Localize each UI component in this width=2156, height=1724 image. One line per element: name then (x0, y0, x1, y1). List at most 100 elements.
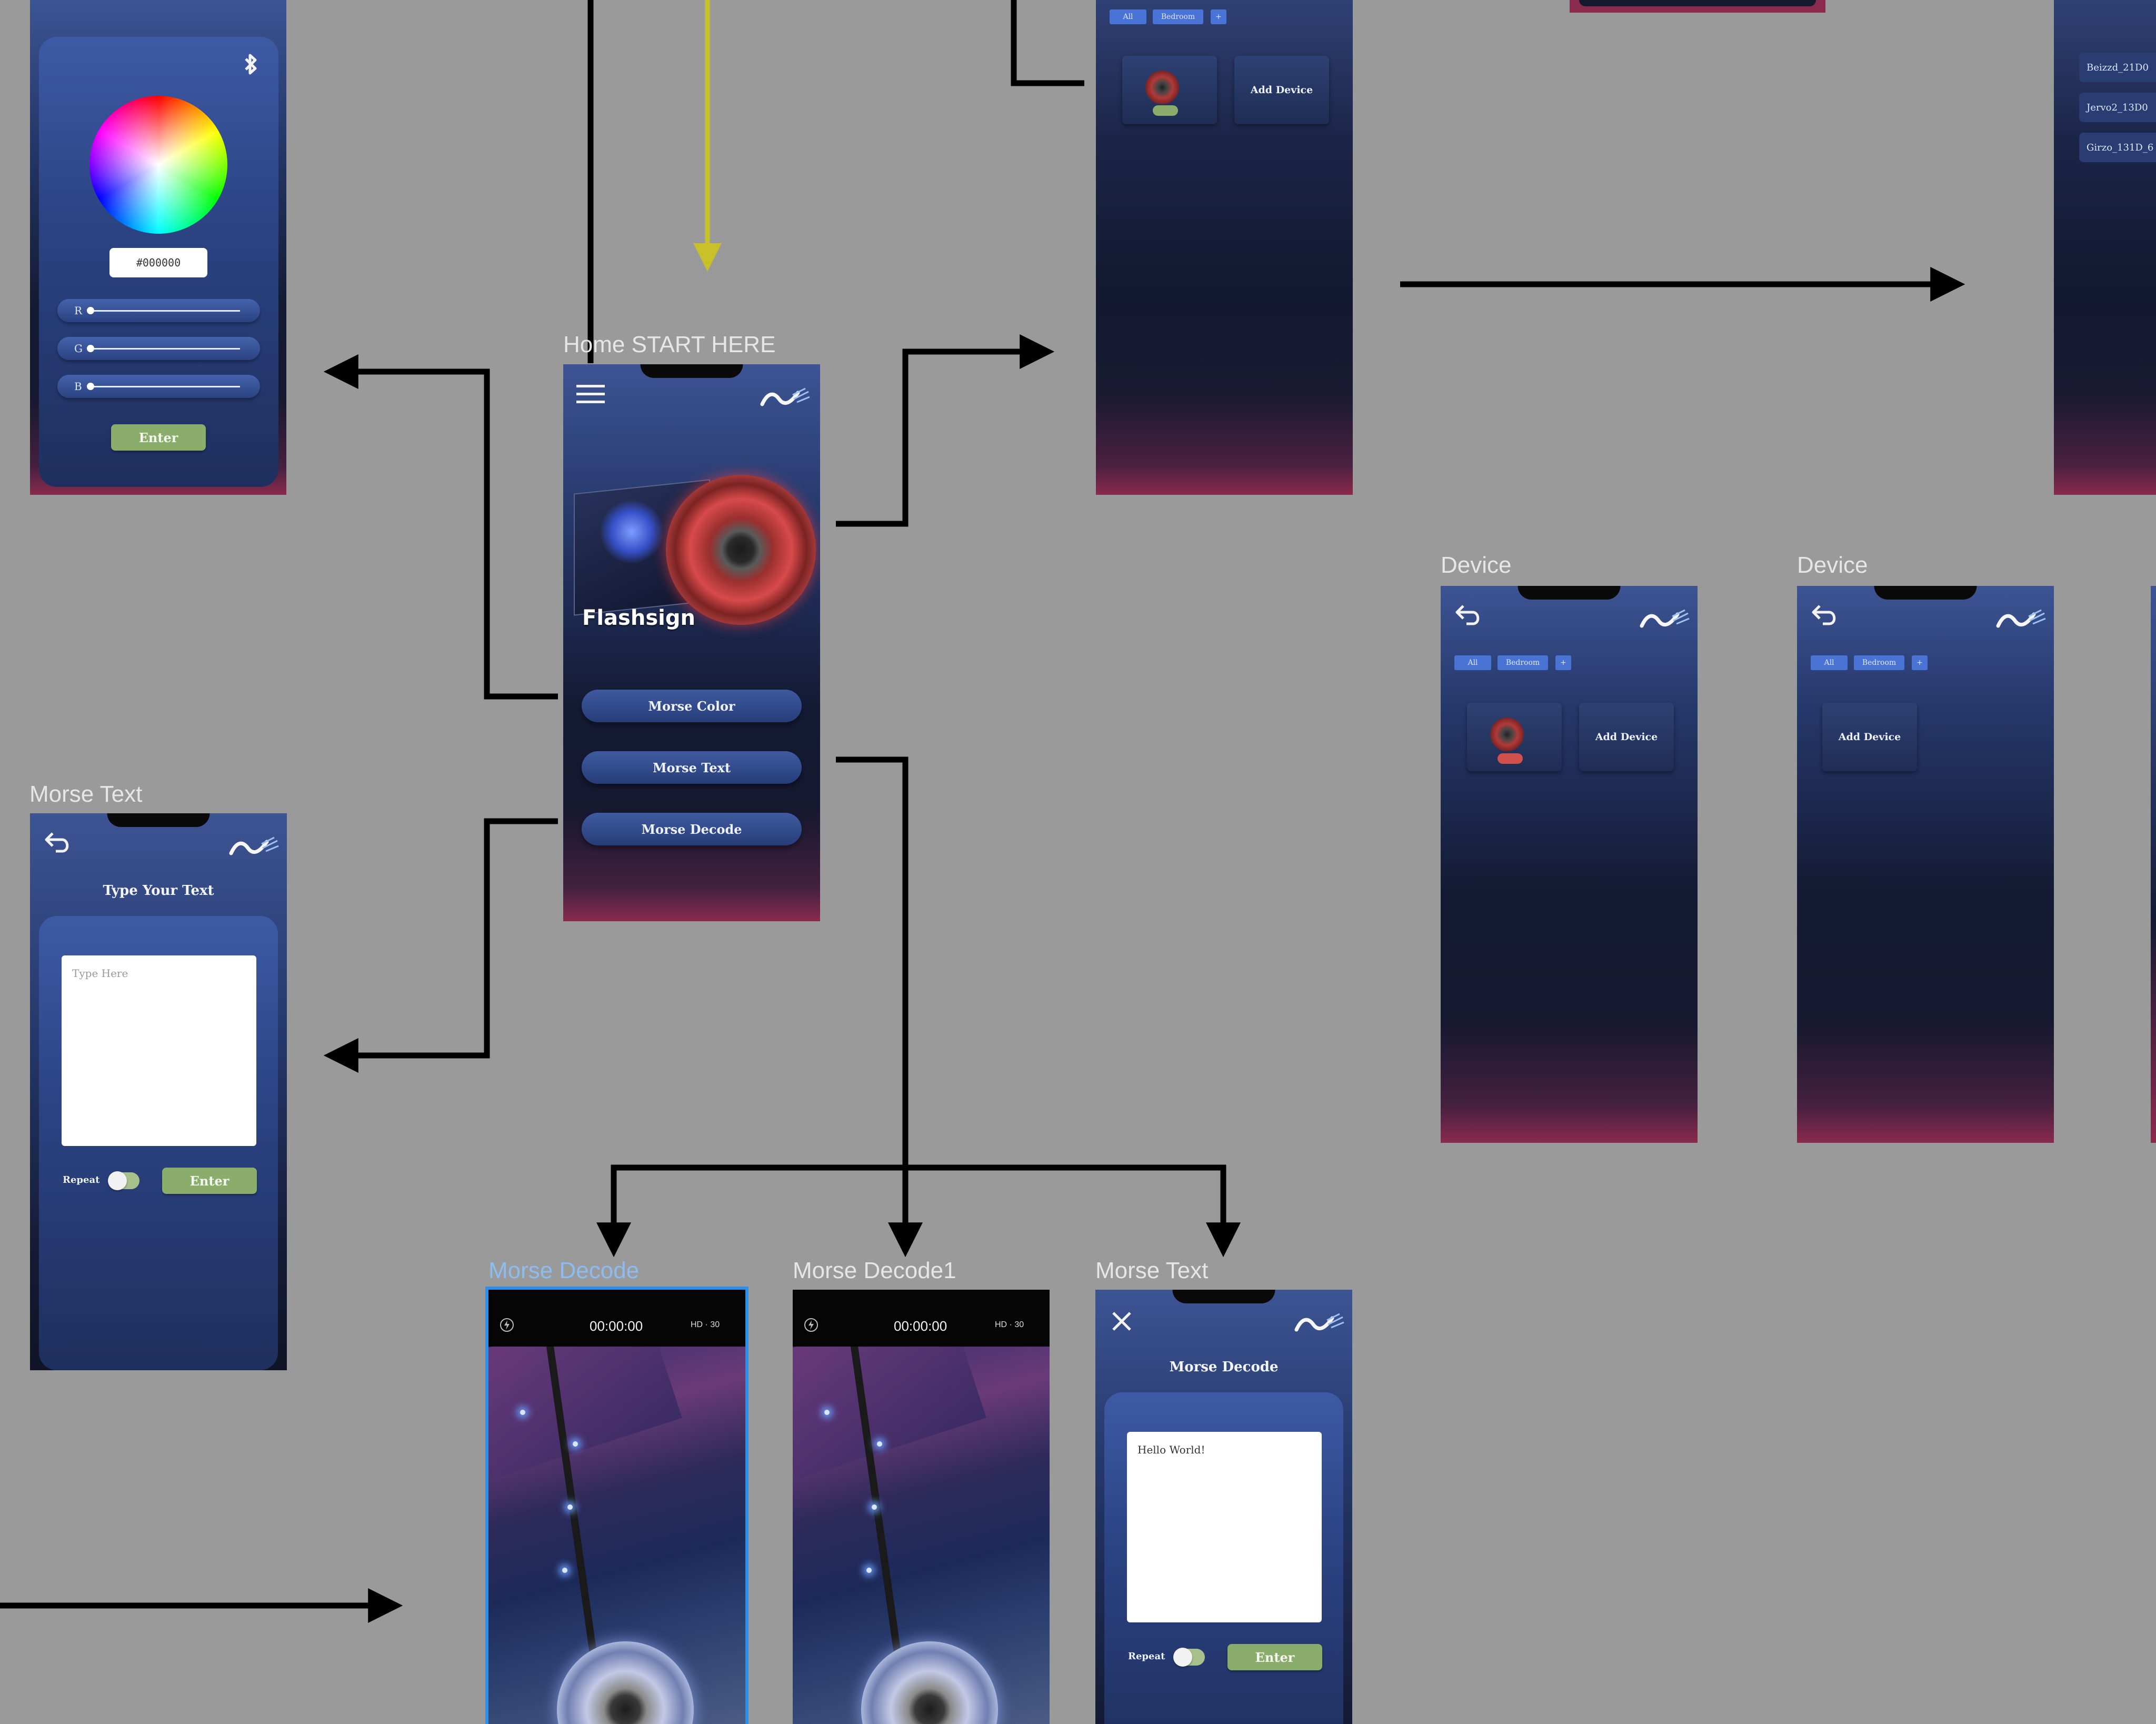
morse-decode-button[interactable]: Morse Decode (582, 813, 802, 845)
brand-title: Flashsign (582, 606, 695, 630)
flashsign-logo-icon (1294, 1313, 1344, 1332)
bluetooth-list-frame: Beizzd_21D0 Jervo2_13D0 Girzo_131D_6 (2054, 0, 2156, 495)
filter-chip-bedroom[interactable]: Bedroom (1498, 655, 1548, 670)
morse-text-input[interactable]: Type Here (62, 955, 256, 1146)
back-arrow-icon[interactable] (43, 830, 73, 855)
frame-label-device: Device (1441, 552, 1512, 578)
red-led-reel (666, 475, 816, 625)
video-quality-label[interactable]: HD · 30 (691, 1320, 720, 1329)
add-filter-chip[interactable]: + (1211, 9, 1226, 24)
green-slider-track (90, 348, 240, 350)
add-device-tile[interactable]: Add Device (1579, 703, 1674, 771)
device-tile[interactable] (1467, 703, 1562, 771)
arrow-to-color-screen (323, 354, 558, 700)
device-status-toggle[interactable] (1498, 753, 1523, 764)
hex-color-input[interactable]: #000000 (109, 248, 207, 277)
device-status-toggle[interactable] (1153, 105, 1178, 116)
morse-color-button[interactable]: Morse Color (582, 690, 802, 722)
blue-slider-knob[interactable] (87, 383, 94, 390)
arrow-to-device-list (836, 334, 1055, 527)
cropped-frame-right (2151, 586, 2156, 1143)
flashsign-logo-icon (1996, 609, 2046, 628)
bluetooth-device-item[interactable]: Beizzd_21D0 (2079, 53, 2156, 82)
menu-icon[interactable] (576, 383, 605, 406)
device-tile[interactable] (1122, 56, 1217, 124)
ceiling-wall (793, 1347, 986, 1480)
blue-slider-track (90, 386, 240, 387)
filter-chip-bedroom[interactable]: Bedroom (1854, 655, 1904, 670)
close-icon[interactable] (1110, 1310, 1133, 1333)
frame-label-home: Home START HERE (563, 332, 776, 357)
filter-chip-bedroom[interactable]: Bedroom (1153, 9, 1203, 24)
filter-chip-all[interactable]: All (1811, 655, 1848, 670)
filter-chip-all[interactable]: All (1110, 9, 1146, 24)
add-filter-chip[interactable]: + (1912, 655, 1928, 670)
video-quality-label[interactable]: HD · 30 (995, 1320, 1024, 1329)
led-light (562, 1568, 567, 1573)
repeat-label: Repeat (1128, 1651, 1165, 1662)
color-wheel[interactable] (89, 96, 227, 234)
device-screen-frame: All Bedroom + Add Device (1441, 586, 1698, 1143)
frame-label-morse-text-bottom: Morse Text (1095, 1258, 1209, 1283)
filter-chip-all[interactable]: All (1454, 655, 1491, 670)
blue-led-reel (600, 500, 663, 563)
page-title: Morse Decode (1169, 1359, 1279, 1375)
camera-viewfinder (488, 1347, 745, 1724)
bluetooth-device-item[interactable]: Girzo_131D_6 (2079, 133, 2156, 162)
morse-decode-camera-frame: 00:00:00 HD · 30 (485, 1287, 748, 1724)
connector-device-list-top (1011, 0, 1084, 86)
repeat-toggle[interactable] (108, 1171, 139, 1190)
camera-viewfinder (793, 1347, 1050, 1724)
repeat-toggle[interactable] (1173, 1648, 1205, 1667)
back-arrow-icon[interactable] (1454, 603, 1483, 628)
bluetooth-icon[interactable] (242, 53, 259, 76)
decode-enter-button[interactable]: Enter (1227, 1644, 1322, 1670)
led-light (866, 1568, 872, 1573)
flashsign-logo-icon (229, 836, 279, 855)
frame-label-morse-decode: Morse Decode (488, 1258, 640, 1283)
arrow-to-morse-text (323, 818, 558, 1073)
phone-notch (107, 813, 210, 827)
repeat-label: Repeat (63, 1174, 100, 1185)
led-light (877, 1441, 882, 1447)
phone-notch (640, 364, 743, 378)
blue-slider-label: B (74, 380, 82, 393)
decoded-text-output[interactable]: Hello World! (1127, 1432, 1322, 1622)
green-slider[interactable]: G (57, 337, 260, 360)
text-enter-button[interactable]: Enter (162, 1168, 257, 1194)
morse-text-screen-frame: Type Your Text Type Here Repeat Enter (30, 813, 287, 1370)
frame-label-morse-decode1: Morse Decode1 (793, 1258, 956, 1283)
add-filter-chip[interactable]: + (1555, 655, 1571, 670)
morse-text-button[interactable]: Morse Text (582, 751, 802, 784)
cropped-frame-inner (1579, 0, 1816, 6)
device-list-top-frame: All Bedroom + Add Device (1096, 0, 1353, 495)
arrow-to-morse-text-bottom (905, 1164, 1241, 1258)
green-slider-knob[interactable] (87, 345, 94, 352)
page-title: Type Your Text (103, 883, 214, 899)
led-light (567, 1504, 573, 1510)
back-arrow-icon[interactable] (1810, 603, 1840, 628)
red-slider[interactable]: R (57, 299, 260, 322)
blue-slider[interactable]: B (57, 375, 260, 398)
flash-off-icon[interactable] (499, 1317, 515, 1333)
led-light (824, 1410, 830, 1415)
phone-notch (1874, 586, 1977, 600)
camera-top-bar (488, 1290, 745, 1347)
morse-decode-result-frame: Morse Decode Hello World! Repeat Enter (1095, 1290, 1352, 1724)
led-reel-icon (1490, 717, 1524, 751)
camera-top-bar (793, 1290, 1050, 1347)
color-screen-frame: #000000 R G B Enter (30, 0, 286, 495)
led-reel-icon (1145, 71, 1179, 104)
green-slider-label: G (74, 342, 83, 355)
flashsign-logo-icon (760, 387, 810, 406)
led-light (573, 1441, 578, 1447)
color-enter-button[interactable]: Enter (111, 424, 206, 451)
phone-notch (1518, 586, 1621, 600)
add-device-tile[interactable]: Add Device (1234, 56, 1329, 124)
bluetooth-device-item[interactable]: Jervo2_13D0 (2079, 93, 2156, 122)
recording-timer: 00:00:00 (894, 1318, 947, 1334)
flash-off-icon[interactable] (803, 1317, 819, 1333)
red-slider-knob[interactable] (87, 307, 94, 314)
device-screen-2-frame: All Bedroom + Add Device (1797, 586, 2054, 1143)
add-device-tile[interactable]: Add Device (1822, 703, 1917, 771)
